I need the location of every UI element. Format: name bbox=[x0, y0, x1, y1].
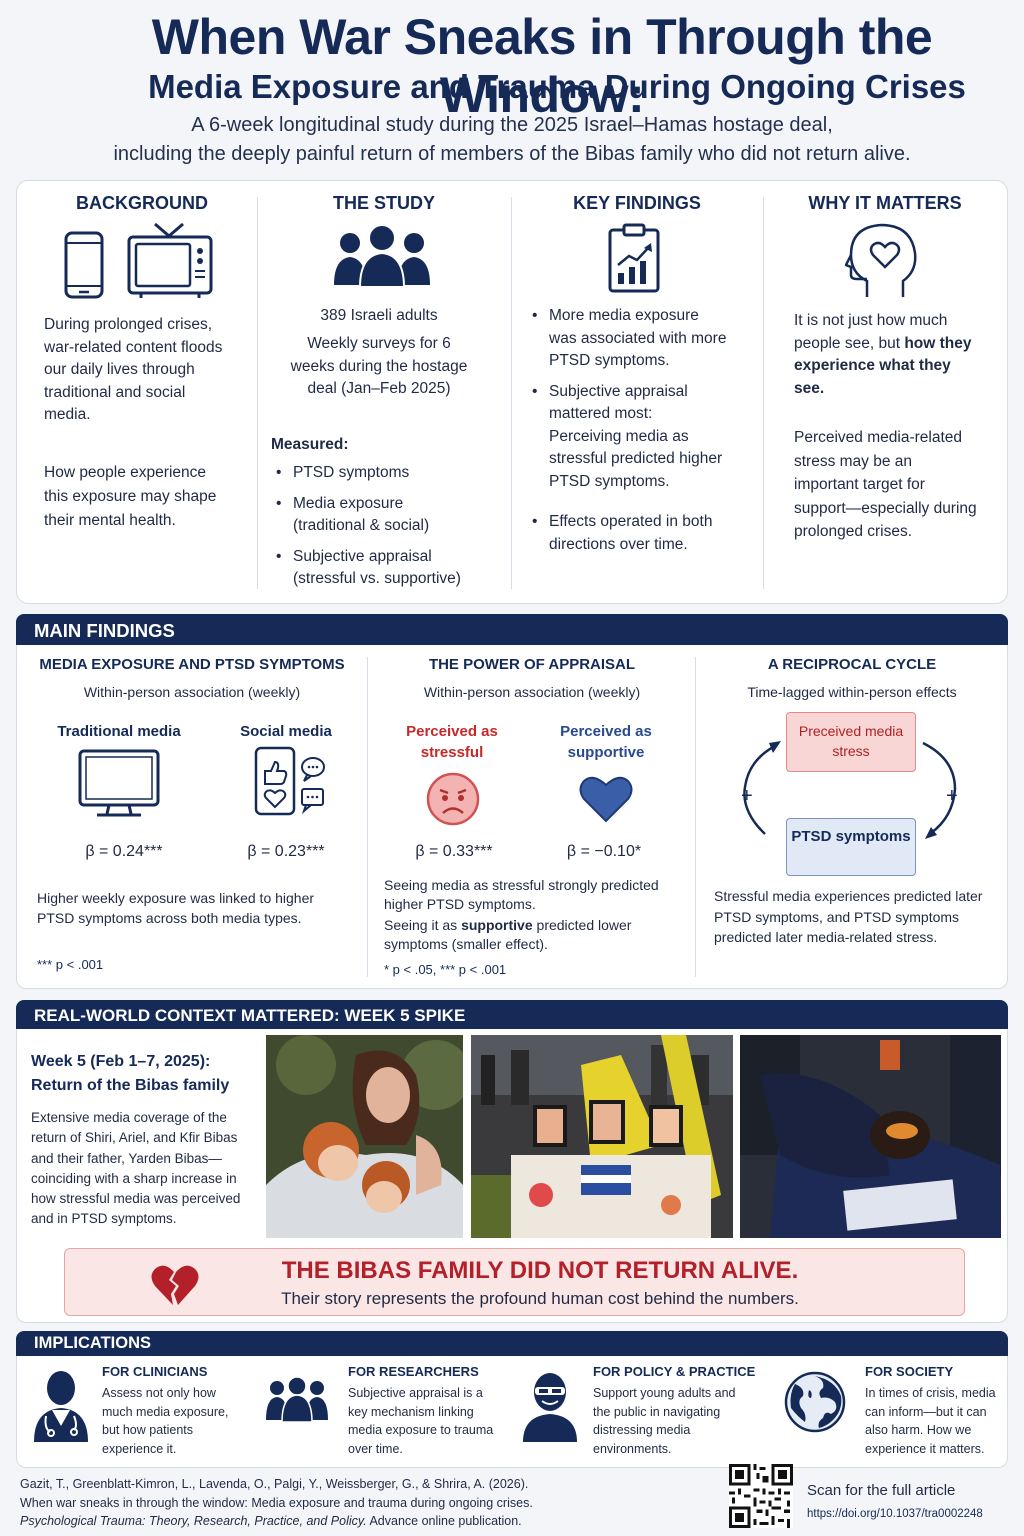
context-bar: REAL-WORLD CONTEXT MATTERED: WEEK 5 SPIK… bbox=[16, 1000, 1008, 1030]
week5-heading: Week 5 (Feb 1–7, 2025): Return of the Bi… bbox=[31, 1053, 230, 1094]
main-findings-bar: MAIN FINDINGS bbox=[16, 614, 1008, 646]
social-media-label: Social media bbox=[240, 723, 332, 740]
background-text-2: How people experience this exposure may … bbox=[44, 464, 217, 529]
clinician-icon bbox=[34, 1371, 88, 1442]
stressful-label: Perceived as stressful bbox=[406, 723, 498, 761]
broken-heart-icon bbox=[151, 1265, 199, 1305]
exposure-subheading: Within-person association (weekly) bbox=[83, 684, 301, 700]
social-beta: β = 0.23*** bbox=[247, 843, 325, 860]
list-item: Effects operated in both directions over… bbox=[529, 511, 729, 556]
appraisal-subheading: Within-person association (weekly) bbox=[423, 684, 641, 700]
alert-title: THE BIBAS FAMILY DID NOT RETURN ALIVE. bbox=[281, 1257, 799, 1284]
poster-title: When War Sneaks in Through the Window: bbox=[151, 9, 933, 123]
list-item: PTSD symptoms bbox=[273, 462, 473, 485]
study-measured-label: Measured: bbox=[271, 436, 349, 453]
social-media-icon bbox=[254, 746, 325, 816]
implication-heading-policy: FOR POLICY & PRACTICE bbox=[593, 1364, 756, 1379]
bibas-family-photo bbox=[266, 1035, 463, 1238]
background-heading: BACKGROUND bbox=[76, 193, 208, 213]
policy-person-icon bbox=[523, 1373, 577, 1442]
appraisal-significance: * p < .05, *** p < .001 bbox=[384, 962, 507, 977]
monitor-icon bbox=[78, 749, 160, 817]
scan-label: Scan for the full article bbox=[807, 1482, 956, 1499]
implication-text-researchers: Subjective appraisal is a key mechanism … bbox=[348, 1386, 494, 1456]
appraisal-note-2: Seeing it as supportive predicted lower … bbox=[384, 917, 632, 952]
traditional-media-label: Traditional media bbox=[57, 723, 181, 740]
globe-icon bbox=[784, 1371, 846, 1433]
media-stress-box: Preceived media stress bbox=[786, 712, 916, 772]
cycle-heading: A RECIPROCAL CYCLE bbox=[767, 656, 937, 673]
appraisal-note-1: Seeing media as stressful strongly predi… bbox=[384, 877, 659, 912]
why-matters-text-1: It is not just how much people see, but … bbox=[794, 312, 972, 397]
study-measured-list: PTSD symptoms Media exposure (traditiona… bbox=[273, 462, 473, 599]
exposure-note: Higher weekly exposure was linked to hig… bbox=[37, 890, 315, 926]
cycle-arrows bbox=[743, 741, 957, 839]
plus-left: + bbox=[741, 785, 753, 807]
researchers-group-icon bbox=[266, 1376, 328, 1422]
implication-heading-society: FOR SOCIETY bbox=[865, 1364, 954, 1379]
stressful-beta: β = 0.33*** bbox=[415, 843, 493, 860]
exposure-heading: MEDIA EXPOSURE AND PTSD SYMPTOMS bbox=[39, 656, 345, 673]
study-sample: 389 Israeli adults bbox=[320, 307, 438, 324]
sad-face-icon bbox=[426, 772, 480, 826]
implication-text-society: In times of crisis, media can inform—but… bbox=[865, 1386, 996, 1456]
people-group-icon bbox=[334, 224, 430, 288]
implication-text-clinicians: Assess not only how much media exposure,… bbox=[102, 1386, 229, 1456]
key-findings-list: More media exposure was associated with … bbox=[529, 305, 729, 564]
clipboard-chart-icon bbox=[608, 223, 660, 293]
bibas-alert-banner: THE BIBAS FAMILY DID NOT RETURN ALIVE. T… bbox=[64, 1248, 965, 1316]
supportive-beta: β = −0.10* bbox=[566, 843, 642, 860]
implication-heading-clinicians: FOR CLINICIANS bbox=[102, 1364, 208, 1379]
why-matters-text-2: Perceived media-related stress may be an… bbox=[794, 429, 977, 540]
heart-icon bbox=[579, 776, 633, 823]
implication-heading-researchers: FOR RESEARCHERS bbox=[348, 1364, 479, 1379]
citation-line-3: Psychological Trauma: Theory, Research, … bbox=[20, 1514, 522, 1528]
list-item: Media exposure (traditional & social) bbox=[273, 493, 473, 538]
cycle-note: Stressful media experiences predicted la… bbox=[714, 888, 983, 945]
exposure-significance: *** p < .001 bbox=[37, 957, 104, 972]
implications-bar: IMPLICATIONS bbox=[16, 1331, 1008, 1357]
supportive-label: Perceived as supportive bbox=[560, 723, 652, 761]
key-findings-heading: KEY FINDINGS bbox=[573, 193, 701, 213]
doi-link[interactable]: https://doi.org/10.1037/tra0002248 bbox=[807, 1508, 983, 1520]
study-heading: THE STUDY bbox=[332, 193, 435, 213]
poster-subtitle: Media Exposure and Trauma During Ongoing… bbox=[148, 68, 966, 105]
study-design: Weekly surveys for 6 weeks during the ho… bbox=[290, 335, 468, 397]
overview-panel: BACKGROUND During prolonged crises, war-… bbox=[16, 180, 1008, 604]
ptsd-symptoms-box: PTSD symptoms bbox=[786, 818, 916, 876]
memorial-photo bbox=[471, 1035, 733, 1238]
list-item: Subjective appraisal mattered most: Perc… bbox=[529, 381, 729, 494]
head-heart-icon bbox=[845, 223, 917, 297]
smartphone-icon bbox=[64, 231, 104, 299]
implication-text-policy: Support young adults and the public in n… bbox=[593, 1386, 736, 1456]
intro-line-1: A 6-week longitudinal study during the 2… bbox=[191, 114, 833, 136]
mourner-flag-photo bbox=[740, 1035, 1001, 1238]
list-item: More media exposure was associated with … bbox=[529, 305, 729, 373]
appraisal-heading: THE POWER OF APPRAISAL bbox=[428, 656, 636, 673]
list-item: Subjective appraisal (stressful vs. supp… bbox=[273, 546, 473, 591]
background-text-1: During prolonged crises, war-related con… bbox=[44, 316, 223, 423]
plus-right: + bbox=[946, 785, 958, 807]
why-it-matters-heading: WHY IT MATTERS bbox=[808, 193, 962, 213]
qr-code[interactable] bbox=[729, 1464, 793, 1528]
citation-line-1: Gazit, T., Greenblatt-Kimron, L., Lavend… bbox=[20, 1477, 529, 1491]
traditional-beta: β = 0.24*** bbox=[85, 843, 163, 860]
main-findings-panel: MEDIA EXPOSURE AND PTSD SYMPTOMS Within-… bbox=[16, 645, 1008, 989]
week5-text: Extensive media coverage of the return o… bbox=[31, 1110, 241, 1227]
intro-line-2: including the deeply painful return of m… bbox=[113, 143, 911, 165]
cycle-subheading: Time-lagged within-person effects bbox=[747, 684, 957, 700]
alert-text: Their story represents the profound huma… bbox=[281, 1289, 799, 1308]
citation-line-2: When war sneaks in through the window: M… bbox=[20, 1496, 533, 1510]
television-icon bbox=[127, 222, 213, 298]
